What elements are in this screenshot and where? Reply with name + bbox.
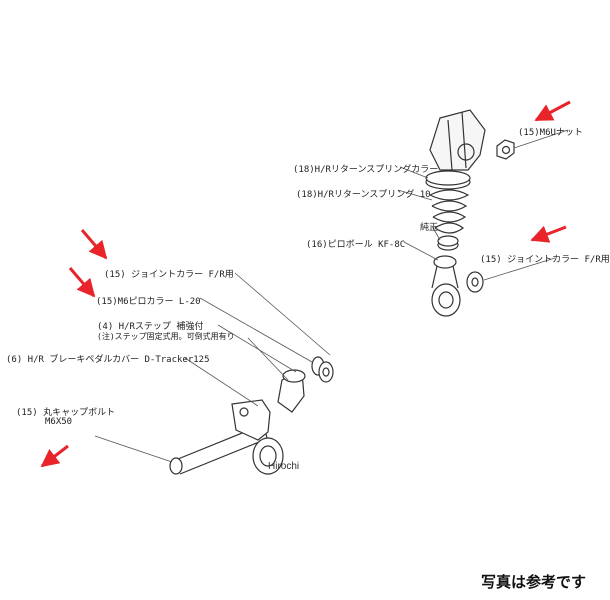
label-hr-step: (4) H/Rステップ 補強付: [97, 322, 204, 332]
label-m6-pillow-collar: (15)M6ピロカラー L-20: [96, 297, 201, 307]
label-return-spring: (18)H/Rリターンスプリング 10: [296, 190, 431, 200]
label-joint-collar-right: (15) ジョイントカラー F/R用: [480, 255, 610, 265]
reference-photo-note: 写真は参考です: [480, 574, 586, 591]
red-arrows: [40, 100, 571, 468]
label-cap-bolt: (15) 丸キャップボルト: [16, 408, 116, 418]
label-step-note: (注)ステップ固定式用。可倒式用有り: [97, 332, 235, 341]
label-m6-u-nut: (15)M6Uナット: [518, 128, 583, 138]
leader-lines: [94, 129, 569, 463]
label-cap-bolt-size: M6X50: [45, 417, 73, 427]
label-brake-pedal-cover: (6) H/R ブレーキペダルカバー D-Tracker125: [6, 355, 210, 365]
label-joint-collar-left: (15) ジョイントカラー F/R用: [104, 270, 234, 280]
shock-assembly: [425, 109, 515, 317]
pedal-assembly: [169, 356, 334, 475]
watermark: Hirochi: [268, 461, 300, 472]
label-return-spring-collar: (18)H/Rリターンスプリングカラー: [293, 165, 439, 175]
label-genuine: 純正: [420, 223, 439, 233]
label-pillow-ball: (16)ピロボール KF-8C: [306, 240, 406, 250]
